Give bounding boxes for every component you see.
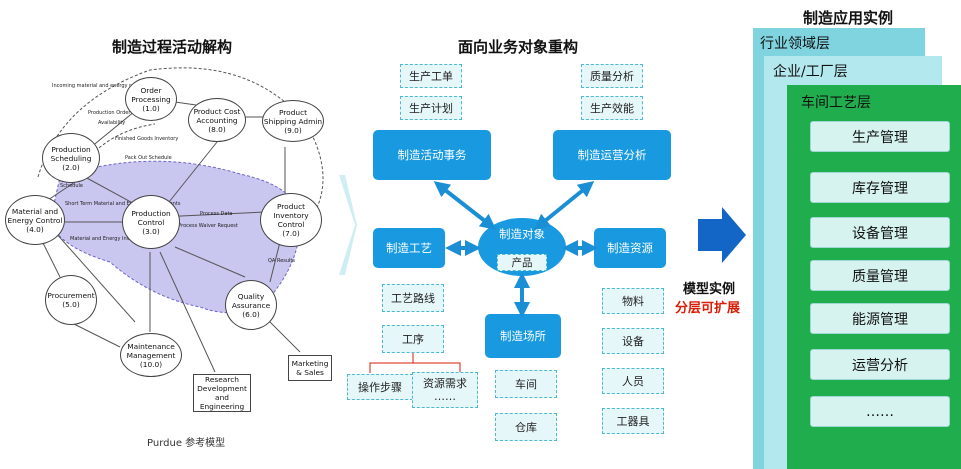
box-manufacturing-activity: 制造活动事务 — [373, 130, 491, 180]
arrow-activity-object — [433, 181, 497, 230]
node-product-inventory-control: Product Inventory Control (7.0) — [260, 193, 322, 247]
arrow-operation-object — [533, 180, 595, 231]
pill-production-order: 生产工单 — [400, 64, 462, 88]
flow-label-pack-out: Pack Out Schedule — [125, 155, 172, 161]
layer-industry-domain-label: 行业领域层 — [760, 36, 830, 52]
flow-label-short-term: Short Term Material and Energy Requireme… — [65, 201, 181, 207]
business-object-title: 面向业务对象重构 — [458, 38, 579, 56]
pill-production-efficiency: 生产效能 — [581, 96, 643, 120]
flow-label-process-data: Process Data — [200, 211, 233, 217]
node-product-shipping-admin: Product Shipping Admin (9.0) — [262, 100, 324, 142]
app-item-production-management: 生产管理 — [810, 121, 950, 152]
box-manufacturing-site: 制造场所 — [485, 314, 561, 358]
label-manufacturing-object: 制造对象 — [499, 227, 545, 241]
app-item-more: …… — [810, 396, 950, 427]
flow-label-finished-goods: Finished Goods Inventory — [115, 136, 178, 142]
box-manufacturing-resource: 制造资源 — [594, 228, 666, 268]
box-manufacturing-operation-analysis: 制造运营分析 — [553, 130, 671, 180]
flow-label-production-order: Production Order — [88, 110, 131, 116]
chevron-right-icon — [339, 175, 357, 275]
node-procurement: Procurement (5.0) — [45, 275, 97, 325]
application-instance-title: 制造应用实例 — [803, 9, 894, 27]
flow-label-incoming: Incoming material and energy receipt — [52, 83, 147, 89]
flow-label-availability: Availability — [98, 120, 125, 126]
arrow-label-model-instance: 模型实例 — [683, 282, 736, 297]
node-quality-assurance: Quality Assurance (6.0) — [225, 280, 277, 330]
pill-resource-requirement: 资源需求 …… — [412, 372, 478, 408]
node-product-cost-accounting: Product Cost Accounting (8.0) — [188, 98, 246, 142]
pill-production-plan: 生产计划 — [400, 96, 462, 120]
pill-warehouse: 仓库 — [495, 413, 557, 441]
layer-workshop-process-label: 车间工艺层 — [801, 95, 871, 111]
node-marketing-sales: Marketing & Sales — [288, 355, 332, 381]
pill-tools: 工器具 — [602, 408, 664, 434]
step-branch-bracket — [369, 353, 461, 373]
pill-operation-step: 工序 — [382, 325, 444, 353]
pill-workshop: 车间 — [495, 370, 557, 398]
flow-label-schedule: Schedule — [60, 183, 83, 189]
layer-enterprise-factory-label: 企业/工厂层 — [773, 64, 848, 80]
purdue-caption: Purdue 参考模型 — [147, 438, 226, 449]
pill-operation-sequence: 操作步骤 — [347, 374, 413, 400]
flow-label-qa-results: QA Results — [268, 258, 295, 264]
app-item-equipment-management: 设备管理 — [810, 217, 950, 248]
app-item-operation-analysis: 运营分析 — [810, 349, 950, 380]
node-maintenance-management: Maintenance Management (10.0) — [120, 333, 182, 377]
object-relation-arrows — [433, 180, 598, 318]
app-item-quality-management: 质量管理 — [810, 260, 950, 291]
node-production-scheduling: Production Scheduling (2.0) — [42, 133, 100, 183]
node-order-processing: Order Processing (1.0) — [125, 77, 177, 121]
pill-personnel: 人员 — [602, 368, 664, 394]
app-item-inventory-management: 库存管理 — [810, 172, 950, 203]
flow-label-material-inventory: Material and Energy Inventory — [70, 236, 146, 242]
node-material-energy-control: Material and Energy Control (4.0) — [5, 195, 65, 245]
app-item-energy-management: 能源管理 — [810, 303, 950, 334]
node-production-control: Production Control (3.0) — [122, 195, 180, 249]
big-arrow-right-icon — [698, 207, 746, 263]
pill-equipment: 设备 — [602, 328, 664, 354]
purdue-title: 制造过程活动解构 — [112, 38, 233, 56]
pill-quality-analysis: 质量分析 — [581, 64, 643, 88]
pill-product: 产品 — [497, 254, 547, 271]
pill-material: 物料 — [602, 288, 664, 314]
arrow-label-layered: 分层可扩展 — [675, 301, 741, 316]
flow-label-waiver: In Process Waiver Request — [172, 223, 238, 229]
purdue-outer-dashed-arc — [37, 67, 324, 213]
box-manufacturing-process: 制造工艺 — [373, 228, 445, 268]
node-research-development: Research Development and Engineering — [193, 374, 251, 412]
pill-process-route: 工艺路线 — [382, 284, 444, 312]
